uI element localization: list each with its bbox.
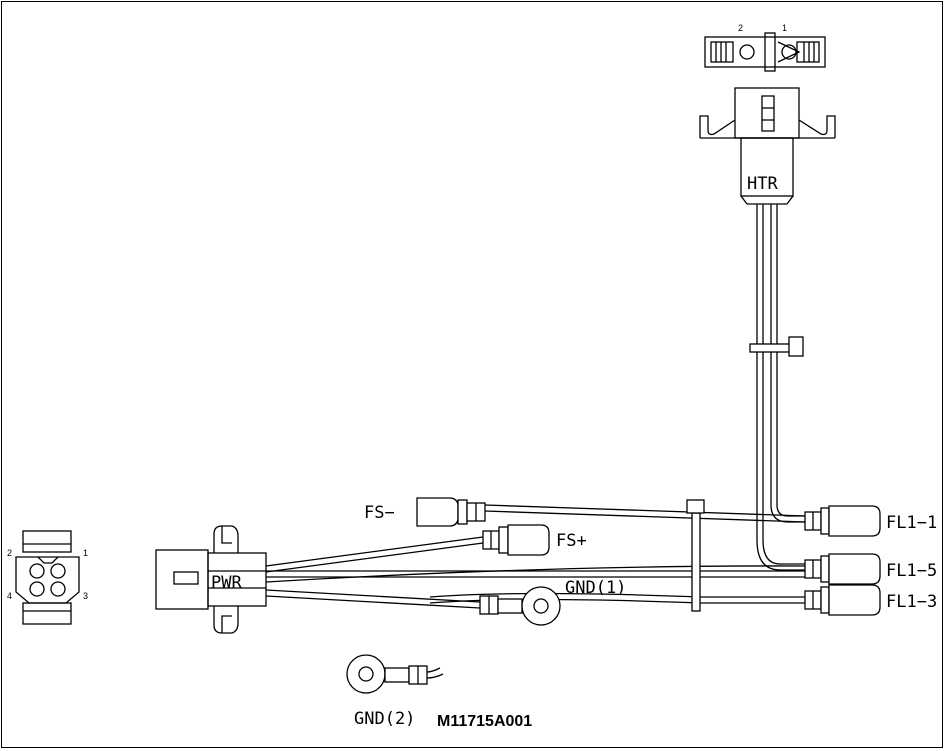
heater-connector-label: HTR <box>747 174 778 194</box>
fl1-3-terminal: FL1−3 <box>804 584 937 616</box>
gnd1-label: GND(1) <box>565 578 626 598</box>
fl1-1-terminal: FL1−1 <box>804 505 937 537</box>
fs-minus-label: FS− <box>364 503 395 523</box>
fs-plus-label: FS+ <box>556 531 587 551</box>
cable-tie <box>686 499 705 612</box>
fl1-5-label: FL1−5 <box>886 561 937 581</box>
drawing-number: M11715A001 <box>437 713 532 730</box>
fs-minus-terminal: FS− <box>364 497 486 527</box>
fl1-1-label: FL1−1 <box>886 513 937 533</box>
gnd2-ring-terminal: GND(2) <box>346 654 444 729</box>
power-connector-label: PWR <box>211 573 242 593</box>
gnd2-label: GND(2) <box>354 709 415 729</box>
gnd1-ring-terminal: GND(1) <box>479 578 626 626</box>
heater-connector-body: HTR <box>699 87 836 205</box>
heater-connector-face: 2 1 <box>704 23 826 72</box>
power-connector: PWR <box>155 525 267 634</box>
fl1-5-terminal: FL1−5 <box>804 553 937 585</box>
fs-plus-terminal: FS+ <box>482 524 587 556</box>
power-connector-face: 2 1 4 3 <box>7 530 88 625</box>
heater-pin-2-label: 2 <box>738 23 743 33</box>
power-face-pin-3-label: 3 <box>83 591 88 601</box>
power-face-pin-2-label: 2 <box>7 548 12 558</box>
power-face-pin-4-label: 4 <box>7 591 12 601</box>
fl1-3-label: FL1−3 <box>886 592 937 612</box>
power-face-pin-1-label: 1 <box>83 548 88 558</box>
heater-pin-1-label: 1 <box>782 23 787 33</box>
